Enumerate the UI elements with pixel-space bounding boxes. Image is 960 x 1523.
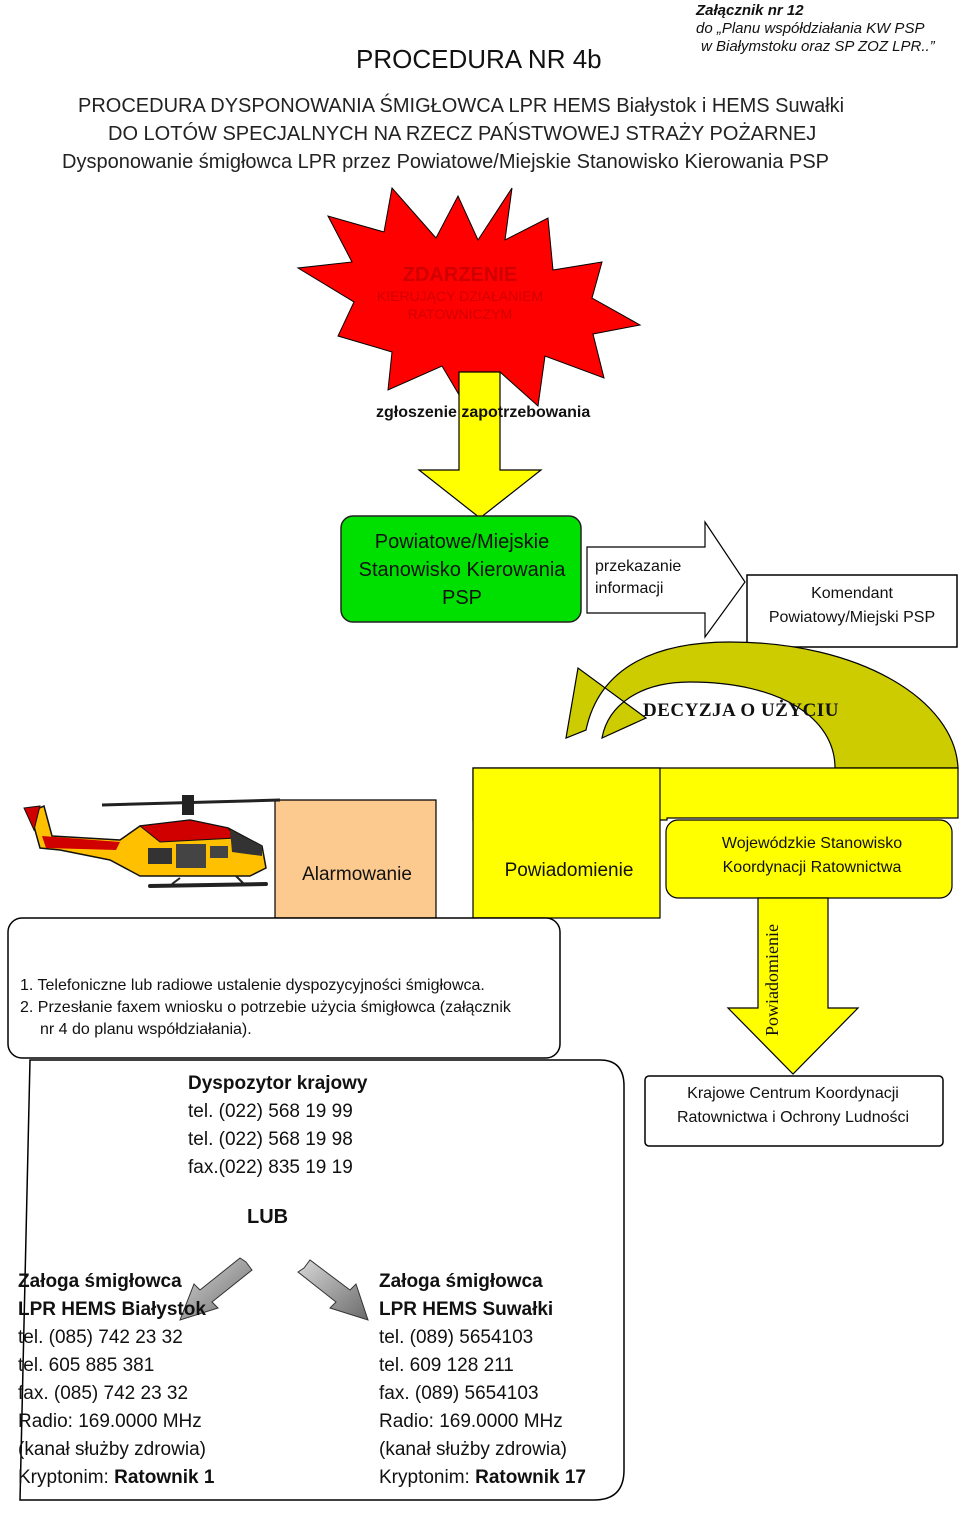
crew-bialystok: Załoga śmigłowca LPR HEMS Białystok tel.… [18,1268,214,1492]
dispatcher-tel-2: tel. (022) 568 19 98 [188,1129,353,1150]
kcr-line-1: Krajowe Centrum Koordynacji [687,1085,899,1102]
vertical-notify-arrow [726,897,860,1075]
steps-list: 1. Telefoniczne lub radiowe ustalenie dy… [20,975,550,1041]
crew-bialystok-title-2: LPR HEMS Białystok [18,1299,206,1320]
step-1: 1. Telefoniczne lub radiowe ustalenie dy… [20,977,485,994]
kcr-line-2: Ratownictwa i Ochrony Ludności [676,1109,910,1126]
annex-line-1: Załącznik nr 12 [696,2,804,19]
decision-arrow [565,641,959,769]
crew-bialystok-fax: fax. (085) 742 23 32 [18,1383,189,1404]
crew-suwalki-fax: fax. (089) 5654103 [379,1383,539,1404]
step-2: 2. Przesłanie faxem wniosku o potrzebie … [20,999,511,1016]
request-label: zgłoszenie zapotrzebowania [376,404,591,421]
pskr-line-1: Powiatowe/Miejskie [374,531,550,553]
or-label: LUB [247,1206,289,1228]
page-heading: PROCEDURA DYSPONOWANIA ŚMIGŁOWCA LPR HEM… [62,92,922,176]
dispatcher-title: Dyspozytor krajowy [188,1073,368,1094]
heading-line-3: Dysponowanie śmigłowca LPR przez Powiato… [62,151,830,173]
crew-suwalki: Załoga śmigłowca LPR HEMS Suwałki tel. (… [379,1268,586,1492]
crew-suwalki-tel-1: tel. (089) 5654103 [379,1327,534,1348]
incident-starburst [296,186,642,411]
incident-title: ZDARZENIE [402,264,518,286]
step-2-cont: nr 4 do planu współdziałania). [40,1021,252,1038]
notify-arrow [472,767,661,919]
kcr-box [644,1075,944,1147]
crew-bialystok-codename: Ratownik 1 [114,1467,215,1488]
annex-note: Załącznik nr 12 do „Planu współdziałania… [696,2,935,56]
vertical-notify-label: Powiadomienie [762,924,782,1036]
steps-box [7,917,561,1059]
crew-suwalki-tel-2: tel. 609 128 211 [379,1355,514,1376]
incident-line-1: KIERUJĄCY DZIAŁANIEM [376,288,544,304]
crew-bialystok-codename-row: Kryptonim: Ratownik 1 [18,1464,214,1492]
crew-suwalki-radio: Radio: 169.0000 MHz [379,1411,563,1432]
pskr-box [340,515,582,623]
dispatcher-fax: fax.(022) 835 19 19 [188,1157,353,1178]
crew-bialystok-radio: Radio: 169.0000 MHz [18,1411,202,1432]
crew-suwalki-codename-label: Kryptonim: [379,1467,476,1488]
crew-suwalki-codename: Ratownik 17 [475,1467,586,1488]
crew-suwalki-title-2: LPR HEMS Suwałki [379,1299,554,1320]
notify-label: Powiadomienie [504,860,634,881]
helicopter-icon [23,795,281,888]
wskr-line-2: Koordynacji Ratownictwa [722,859,902,876]
crew-suwalki-codename-row: Kryptonim: Ratownik 17 [379,1464,586,1492]
crew-suwalki-channel: (kanał służby zdrowia) [379,1439,567,1460]
commander-line-2: Powiatowy/Miejski PSP [768,609,936,626]
wskr-line-1: Wojewódzkie Stanowisko [721,835,903,852]
pskr-label: Powiatowe/Miejskie Stanowisko Kierowania… [345,528,579,612]
procedure-title: PROCEDURA NR 4b [356,44,602,74]
wskr-label: Wojewódzkie Stanowisko Koordynacji Ratow… [672,832,952,880]
heading-line-2: DO LOTÓW SPECJALNYCH NA RZECZ PAŃSTWOWEJ… [108,123,817,145]
heading-line-1: PROCEDURA DYSPONOWANIA ŚMIGŁOWCA LPR HEM… [78,95,845,117]
transfer-label: przekazanie informacji [595,556,681,600]
transfer-line-1: przekazanie [595,558,682,575]
pskr-line-3: PSP [441,587,483,609]
transfer-line-2: informacji [595,580,664,597]
request-arrow [417,371,543,519]
kcr-label: Krajowe Centrum Koordynacji Ratownictwa … [648,1082,938,1130]
pskr-line-2: Stanowisko Kierowania [358,559,566,581]
decision-label: DECYZJA O UŻYCIU [643,700,839,721]
commander-label: Komendant Powiatowy/Miejski PSP [748,582,956,630]
dispatcher-tel-1: tel. (022) 568 19 99 [188,1101,353,1122]
arrow-to-suwalki [297,1259,369,1321]
crew-bialystok-tel-2: tel. 605 885 381 [18,1355,155,1376]
alarm-label: Alarmowanie [302,864,412,885]
incident-line-2: RATOWNICZYM [407,306,513,322]
arrow-to-bialystok [179,1257,253,1321]
incident-label: ZDARZENIE KIERUJĄCY DZIAŁANIEM RATOWNICZ… [360,264,560,323]
crew-bialystok-tel-1: tel. (085) 742 23 32 [18,1327,183,1348]
crew-bialystok-title-1: Załoga śmigłowca [18,1271,182,1292]
crew-bialystok-channel: (kanał służby zdrowia) [18,1439,206,1460]
commander-box [746,574,958,648]
transfer-arrow [586,520,746,639]
annex-line-3: w Białymstoku oraz SP ZOZ LPR..” [701,38,935,55]
crew-bialystok-codename-label: Kryptonim: [18,1467,115,1488]
dispatcher-info: Dyspozytor krajowy tel. (022) 568 19 99 … [188,1070,368,1182]
annex-line-2: do „Planu współdziałania KW PSP [696,20,925,37]
alarm-arrow [274,799,437,919]
crew-suwalki-title-1: Załoga śmigłowca [379,1271,543,1292]
commander-line-1: Komendant [811,585,893,602]
